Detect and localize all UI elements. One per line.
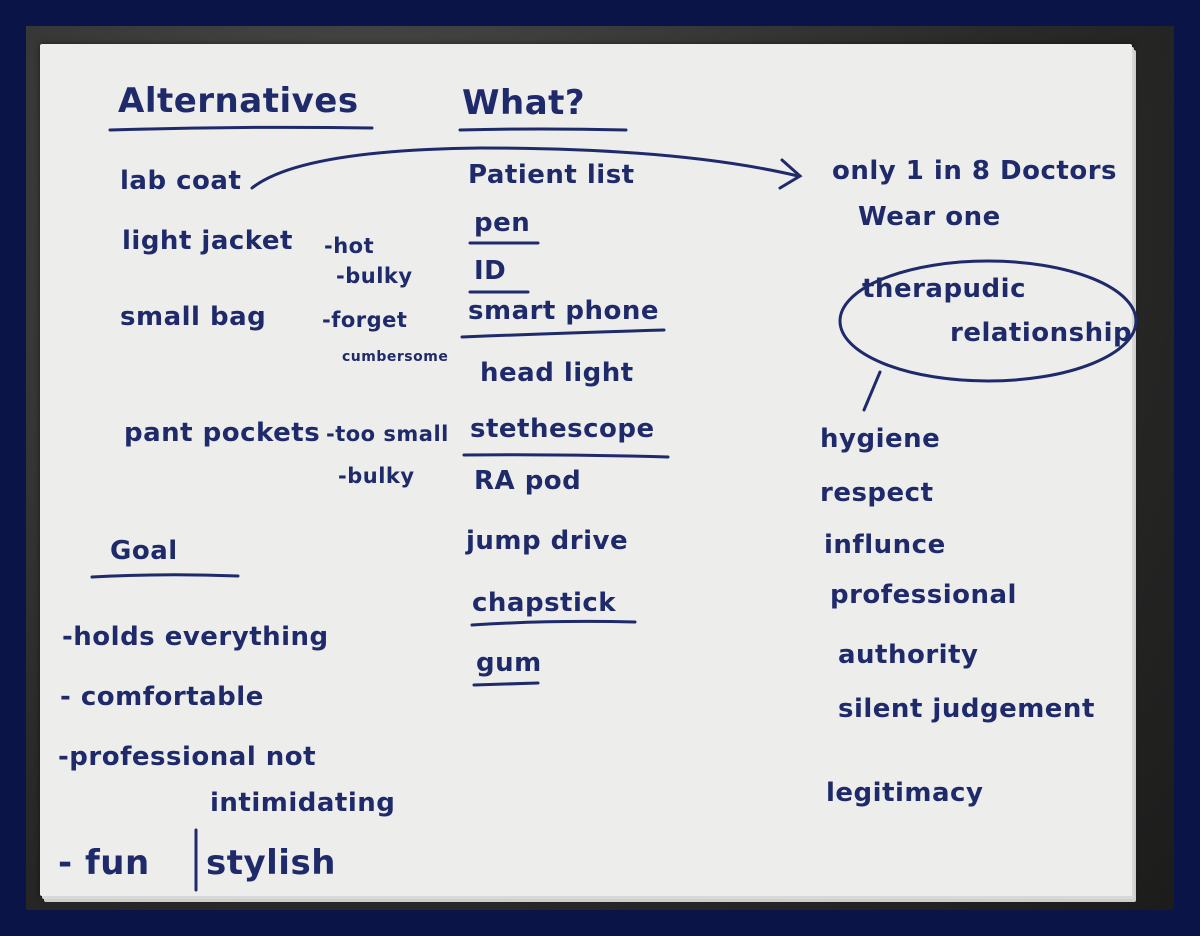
alternative-pant-pockets: pant pockets (124, 418, 321, 448)
note-cumbersome: cumbersome (342, 349, 449, 365)
doctors-note-line2: Wear one (858, 202, 1001, 232)
goal-underline (90, 573, 240, 579)
what-item-chapstick: chapstick (472, 588, 617, 618)
quality-silent-judgement: silent judgement (838, 694, 1095, 724)
goal-heading: Goal (110, 536, 178, 566)
bubble-line1: therapudic (862, 274, 1026, 304)
smart-phone-underline (460, 328, 666, 339)
doctors-note-line1: only 1 in 8 Doctors (832, 156, 1117, 186)
gum-underline (472, 681, 540, 687)
note-bulky: -bulky (336, 264, 413, 288)
alternatives-heading: Alternatives (118, 81, 359, 121)
note-hot: -hot (324, 234, 375, 258)
quality-influnce: influnce (824, 530, 946, 560)
what-item-patient-list: Patient list (468, 160, 635, 190)
bubble-outline (838, 259, 1138, 383)
what-item-pen: pen (474, 208, 531, 238)
quality-authority: authority (838, 640, 979, 670)
quality-respect: respect (820, 478, 934, 508)
what-item-id: ID (474, 256, 507, 286)
arrow-line (250, 146, 800, 190)
arrow-head (778, 158, 803, 190)
alternative-small-bag: small bag (120, 302, 267, 332)
chapstick-underline (470, 619, 637, 627)
quality-professional: professional (830, 580, 1017, 610)
what-heading: What? (462, 83, 586, 123)
what-item-stethescope: stethescope (470, 414, 655, 444)
what-item-jump-drive: jump drive (466, 526, 629, 556)
goal-item-comfortable: - comfortable (60, 682, 264, 712)
paper-sheet (40, 44, 1132, 896)
alternative-light-jacket: light jacket (122, 226, 293, 256)
goal-item-stylish: stylish (206, 843, 336, 883)
bubble-tail (862, 370, 882, 412)
quality-legitimacy: legitimacy (826, 778, 984, 808)
what-item-head-light: head light (480, 358, 634, 388)
note-too-small: -too small (326, 422, 449, 446)
what-item-ra-pod: RA pod (474, 466, 582, 496)
goal-item-intimidating: intimidating (210, 788, 396, 818)
alternative-lab-coat: lab coat (120, 166, 242, 196)
alternatives-underline (108, 125, 374, 132)
what-underline (458, 127, 628, 132)
goal-item-fun: - fun (58, 843, 150, 883)
what-item-gum: gum (476, 648, 542, 678)
bubble-line2: relationship (950, 318, 1133, 348)
note-bulky-2: -bulky (338, 464, 415, 488)
what-item-smart-phone: smart phone (468, 296, 660, 326)
quality-hygiene: hygiene (820, 424, 941, 454)
goal-item-holds-everything: -holds everything (62, 622, 329, 652)
stethescope-underline (462, 453, 670, 459)
note-forget: -forget (322, 308, 408, 332)
goal-item-professional: -professional not (58, 742, 317, 772)
